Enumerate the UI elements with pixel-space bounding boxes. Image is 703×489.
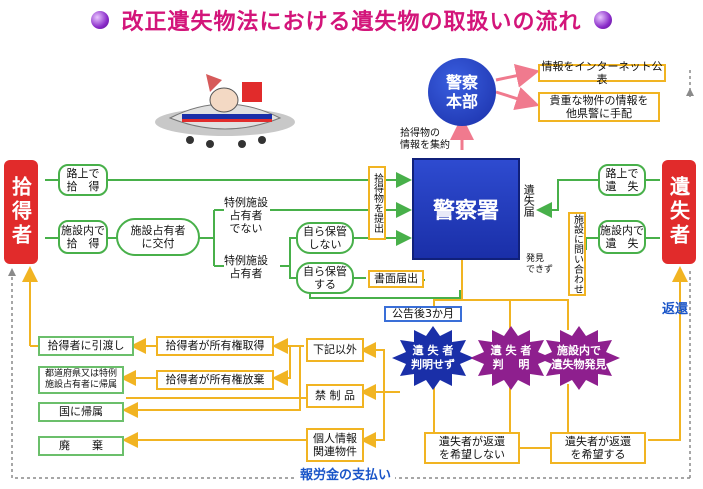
outcome-found-burst: 施設内で 遺失物発見 bbox=[536, 326, 622, 390]
finder-acquires-box: 拾得者が所有権取得 bbox=[156, 336, 274, 356]
keep-no-box: 自ら保管 しない bbox=[296, 222, 354, 254]
outcome-known-burst: 遺 失 者 判 明 bbox=[470, 326, 552, 390]
loser-label: 遺失者 bbox=[662, 160, 696, 264]
reward-label: 報労金の支払い bbox=[296, 468, 396, 484]
find-road-box: 路上で 拾 得 bbox=[58, 164, 108, 196]
title-orb-right-icon bbox=[593, 11, 612, 29]
outcome-found-label: 施設内で 遺失物発見 bbox=[551, 344, 607, 371]
hq-action-notify: 貴重な物件の情報を 他県警に手配 bbox=[538, 92, 660, 122]
announce-box: 公告後3か月 bbox=[384, 306, 462, 322]
category-personal-box: 個人情報 関連物件 bbox=[306, 428, 364, 462]
title-row: 改正遺失物法における遺失物の取扱いの流れ bbox=[0, 0, 703, 40]
finder-label: 拾得者 bbox=[4, 160, 38, 264]
finder-waives-box: 拾得者が所有権放棄 bbox=[156, 370, 274, 390]
special-not-label: 特例施設 占有者 でない bbox=[224, 196, 268, 236]
page-title: 改正遺失物法における遺失物の取扱いの流れ bbox=[121, 10, 582, 35]
outcome-unknown-burst: 遺 失 者 判明せず bbox=[392, 326, 474, 390]
inquiry-label: 施設に問い合わせ bbox=[568, 212, 586, 296]
category-other-box: 下記以外 bbox=[306, 338, 364, 362]
written-notice-box: 書面届出 bbox=[368, 270, 424, 288]
belong-nation-box: 国に帰属 bbox=[38, 402, 124, 422]
handover-finder-box: 拾得者に引渡し bbox=[38, 336, 134, 356]
return-label: 返還 bbox=[662, 302, 689, 317]
belong-prefecture-box: 都道府県又は特例 施設占有者に帰属 bbox=[38, 366, 124, 394]
want-yes-box: 遺失者が返還 を希望する bbox=[550, 432, 646, 464]
lost-road-box: 路上で 遺 失 bbox=[598, 164, 646, 196]
give-owner-box: 施設占有者 に交付 bbox=[116, 218, 200, 256]
keep-yes-box: 自ら保管 する bbox=[296, 262, 354, 294]
title-orb-left-icon bbox=[91, 11, 110, 29]
find-facility-box: 施設内で 拾 得 bbox=[58, 220, 108, 254]
hq-note: 拾得物の 情報を集約 bbox=[400, 128, 450, 151]
want-no-box: 遺失者が返還 を希望しない bbox=[424, 432, 520, 464]
police-hq-node: 警察 本部 bbox=[428, 58, 496, 126]
police-hq-label: 警察 本部 bbox=[445, 72, 478, 111]
found-can-label: 発見 できず bbox=[526, 254, 554, 275]
airplane-mascot-icon bbox=[155, 74, 295, 148]
disposal-box: 廃 棄 bbox=[38, 436, 124, 456]
submit-item-label: 拾得物を提出 bbox=[368, 166, 386, 240]
category-contraband-box: 禁 制 品 bbox=[306, 384, 364, 408]
hq-action-publish: 情報をインターネット公表 bbox=[538, 60, 666, 86]
police-station-node: 警察署 bbox=[412, 158, 520, 260]
lost-report-label: 遺失届 bbox=[522, 184, 536, 217]
special-yes-label: 特例施設 占有者 bbox=[224, 254, 268, 281]
outcome-unknown-label: 遺 失 者 判明せず bbox=[411, 344, 455, 371]
police-station-label: 警察署 bbox=[432, 199, 499, 224]
lost-facility-box: 施設内で 遺 失 bbox=[598, 220, 646, 254]
outcome-known-label: 遺 失 者 判 明 bbox=[490, 344, 532, 371]
